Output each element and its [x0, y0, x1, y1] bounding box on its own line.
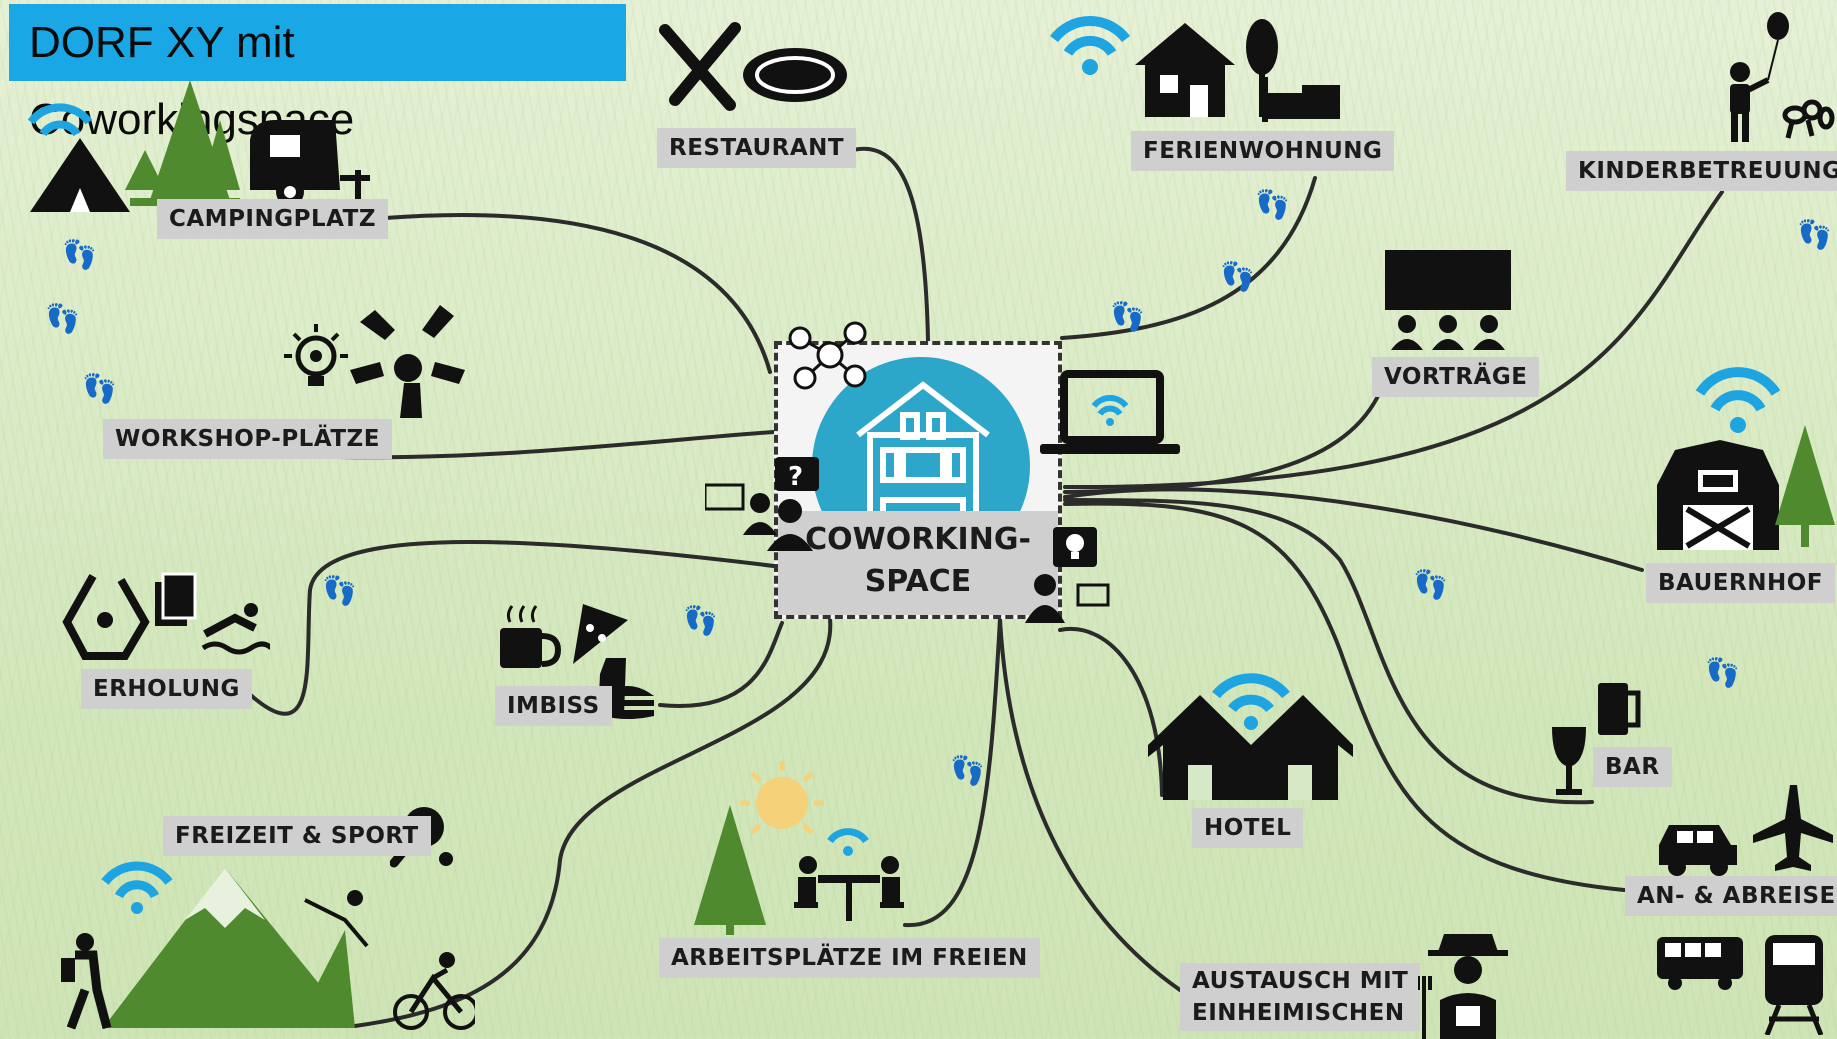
label-restaurant: RESTAURANT: [657, 128, 857, 168]
people-question-icon: ?: [705, 457, 819, 551]
label-kinderbetreuung: KINDERBETREUUNG: [1566, 151, 1837, 191]
coworking-label-line1: COWORKING-: [805, 522, 1031, 557]
label-workshop: WORKSHOP-PLÄTZE: [103, 419, 392, 459]
label-vortraege: VORTRÄGE: [1372, 357, 1540, 397]
line-bar: [1063, 498, 1594, 805]
line-anabreise: [1063, 501, 1626, 892]
farmer-icon: [1418, 934, 1508, 1039]
hotel-wifi-icon: [1148, 673, 1353, 800]
line-campingplatz: [383, 213, 772, 374]
line-erholung: [243, 540, 776, 716]
line-hotel: [1058, 626, 1164, 797]
cutlery-plate-icon: [659, 22, 847, 111]
footprints-icon: 👣: [1705, 656, 1740, 689]
label-bauernhof: BAUERNHOF: [1646, 563, 1835, 603]
footprints-icon: 👣: [950, 754, 985, 787]
outdoor-workplace-icon: [694, 761, 904, 935]
travel-icons: [1657, 785, 1833, 1035]
mountain-sport-icon: [61, 861, 475, 1030]
wine-beer-icon: [1552, 683, 1641, 795]
svg-text:?: ?: [788, 462, 803, 492]
coworking-label-line2: SPACE: [864, 564, 972, 599]
line-ferienwohnung: [1060, 176, 1317, 340]
footprints-icon: 👣: [1220, 260, 1255, 293]
child-balloon-icon: [1730, 12, 1835, 142]
label-anabreise: AN- & ABREISE: [1625, 876, 1837, 916]
coworking-label: COWORKING- SPACE: [778, 511, 1058, 615]
label-ferienwohnung: FERIENWOHNUNG: [1131, 131, 1395, 171]
laptop-wifi-icon: [1040, 370, 1180, 454]
page-title: DORF XY mit Coworkingspace: [9, 4, 626, 144]
line-arbeitsplaetze: [903, 617, 1002, 928]
label-austausch: AUSTAUSCH MIT EINHEIMISCHEN: [1180, 963, 1421, 1031]
label-arbeitsplaetze: ARBEITSPLÄTZE IM FREIEN: [659, 938, 1040, 978]
coworking-space-node: COWORKING- SPACE: [774, 341, 1062, 619]
label-freizeit: FREIZEIT & SPORT: [163, 816, 431, 856]
label-hotel: HOTEL: [1192, 808, 1304, 848]
line-workshop: [336, 430, 776, 460]
footprints-icon: 👣: [82, 372, 117, 405]
line-austausch: [998, 617, 1182, 992]
label-bar: BAR: [1593, 747, 1672, 787]
barn-wifi-icon: [1657, 367, 1835, 550]
network-people-icon: [788, 321, 867, 390]
line-imbiss: [658, 621, 784, 709]
line-bauernhof: [1063, 487, 1644, 572]
footprints-icon: 👣: [1413, 568, 1448, 601]
label-austausch-line2: EINHEIMISCHEN: [1192, 1000, 1405, 1026]
footprints-icon: 👣: [683, 604, 718, 637]
footprints-icon: 👣: [62, 238, 97, 271]
presentation-audience-icon: [1385, 250, 1511, 350]
label-austausch-line1: AUSTAUSCH MIT: [1192, 968, 1409, 994]
person-idea-icon: [1025, 527, 1110, 623]
footprints-icon: 👣: [45, 302, 80, 335]
footprints-icon: 👣: [1110, 300, 1145, 333]
line-restaurant: [851, 146, 930, 343]
label-campingplatz: CAMPINGPLATZ: [157, 199, 389, 239]
workshop-hands-icon: [284, 305, 465, 418]
footprints-icon: 👣: [1255, 188, 1290, 221]
footprints-icon: 👣: [322, 574, 357, 607]
label-imbiss: IMBISS: [495, 686, 612, 726]
holiday-home-icon: [1050, 16, 1340, 122]
footprints-icon: 👣: [1797, 218, 1832, 251]
line-kinderbetreuung: [1063, 190, 1724, 490]
label-erholung: ERHOLUNG: [81, 669, 252, 709]
burger-icon: [602, 686, 654, 719]
camping-icon: [27, 80, 370, 212]
recreation-icon: [62, 572, 270, 660]
